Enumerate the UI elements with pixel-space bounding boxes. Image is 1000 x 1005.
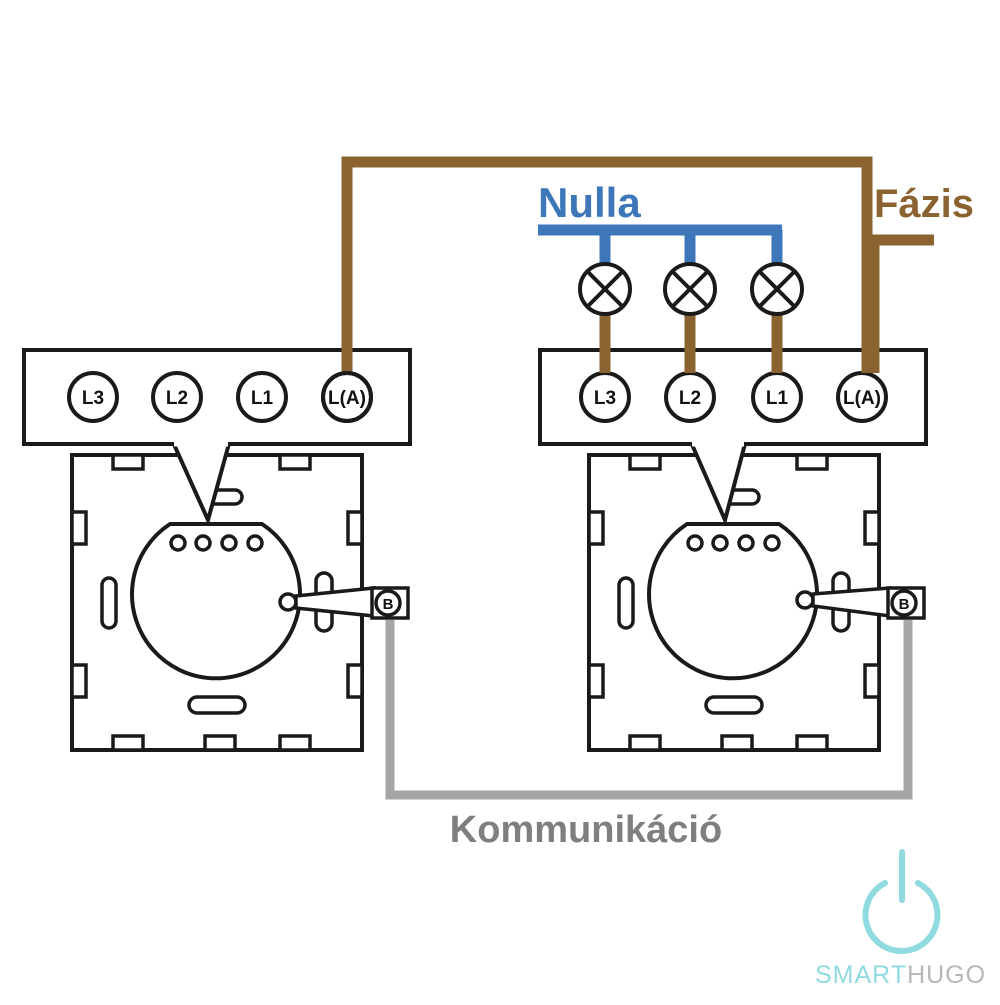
left-terminal-l3: L3: [67, 371, 119, 423]
right-terminal-l3: L3: [579, 371, 631, 423]
svg-text:L(A): L(A): [328, 388, 366, 409]
power-icon: [862, 880, 941, 954]
smarthugo-logo: SMARTHUGO: [815, 849, 986, 989]
communication-wire: [385, 620, 913, 800]
communication-label: Kommunikáció: [450, 809, 722, 851]
svg-text:SMARTHUGO: SMARTHUGO: [815, 961, 986, 989]
right-b-label: B: [899, 596, 910, 613]
svg-text:L2: L2: [679, 388, 701, 409]
lamp-1: [578, 262, 632, 316]
left-switch-module: [130, 522, 302, 681]
right-switch-module: [647, 522, 819, 681]
left-terminal-l1: L1: [236, 371, 288, 423]
neutral-label: Nulla: [538, 179, 641, 226]
lamp-2: [663, 262, 717, 316]
svg-text:L3: L3: [82, 388, 104, 409]
phase-label: Fázis: [874, 182, 974, 226]
svg-text:L1: L1: [251, 388, 274, 409]
right-switch: B L3 L2 L1 L(A): [538, 348, 928, 752]
left-switch: B L3 L2 L1 L(A): [22, 348, 412, 752]
left-b-label: B: [383, 596, 394, 613]
logo-text-smart: SMART: [815, 961, 907, 989]
svg-text:L2: L2: [166, 388, 188, 409]
right-terminal-la: L(A): [836, 371, 888, 423]
svg-text:L3: L3: [594, 388, 616, 409]
left-terminal-l2: L2: [151, 371, 203, 423]
svg-text:L(A): L(A): [843, 388, 881, 409]
svg-text:L1: L1: [766, 388, 789, 409]
logo-text-hugo: HUGO: [907, 961, 986, 989]
lamp-3: [750, 262, 804, 316]
phase-wire-loop: [341, 156, 873, 366]
right-terminal-l1: L1: [751, 371, 803, 423]
phase-wire-branch: [868, 234, 934, 366]
right-terminal-l2: L2: [664, 371, 716, 423]
